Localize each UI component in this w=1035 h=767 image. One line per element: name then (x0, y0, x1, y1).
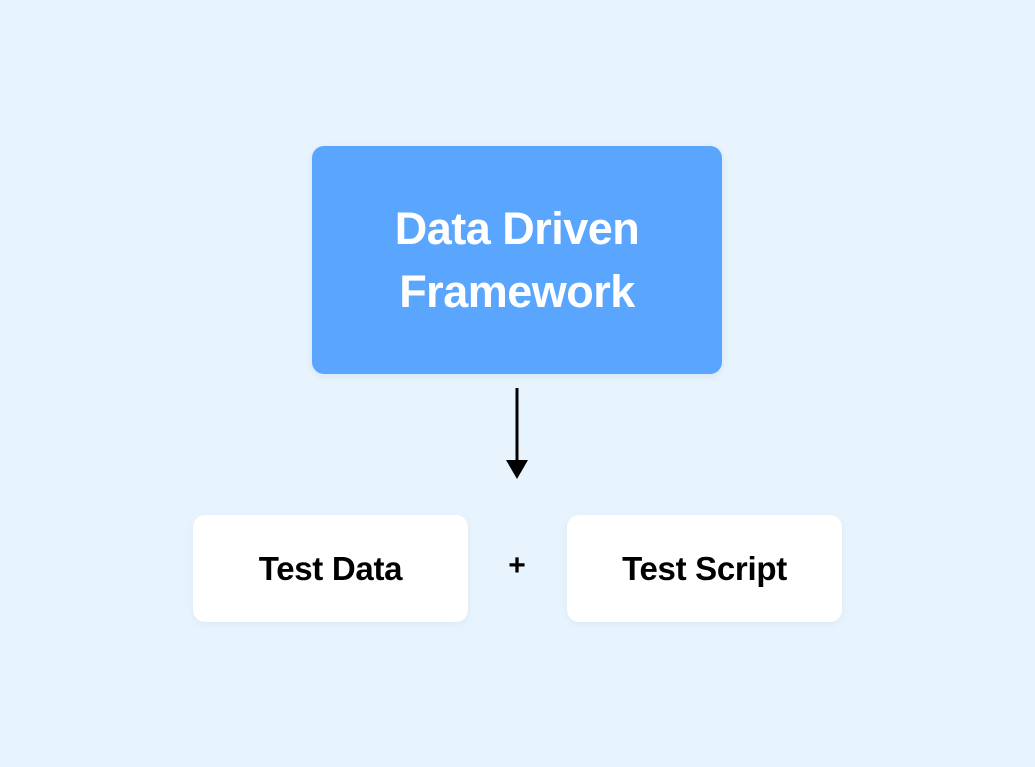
plus-operator: + (508, 549, 526, 582)
framework-box: Data Driven Framework (312, 146, 722, 374)
test-script-label: Test Script (622, 549, 787, 587)
test-data-label: Test Data (258, 549, 403, 587)
framework-title: Data Driven Framework (394, 203, 640, 317)
down-arrow-icon (506, 388, 528, 479)
test-data-box: Test Data (193, 515, 468, 622)
test-script-box: Test Script (567, 515, 842, 622)
